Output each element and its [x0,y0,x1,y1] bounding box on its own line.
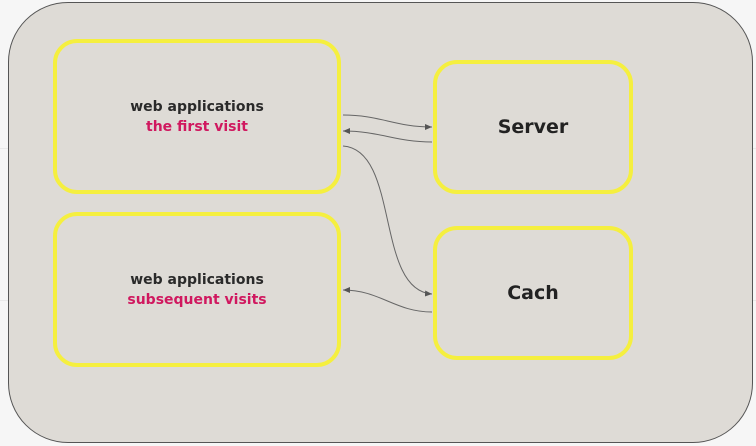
first-visit-subtitle: the first visit [146,118,248,135]
first-visit-node[interactable]: web applications the first visit [53,39,341,194]
server-label: Server [497,116,569,138]
subsequent-visits-title: web applications [130,271,264,288]
cache-label: Cach [507,282,559,304]
first-visit-title: web applications [130,98,264,115]
subsequent-visits-subtitle: subsequent visits [127,291,267,308]
server-node[interactable]: Server [433,60,633,194]
subsequent-visits-node[interactable]: web applications subsequent visits [53,212,341,367]
cache-node[interactable]: Cach [433,226,633,360]
